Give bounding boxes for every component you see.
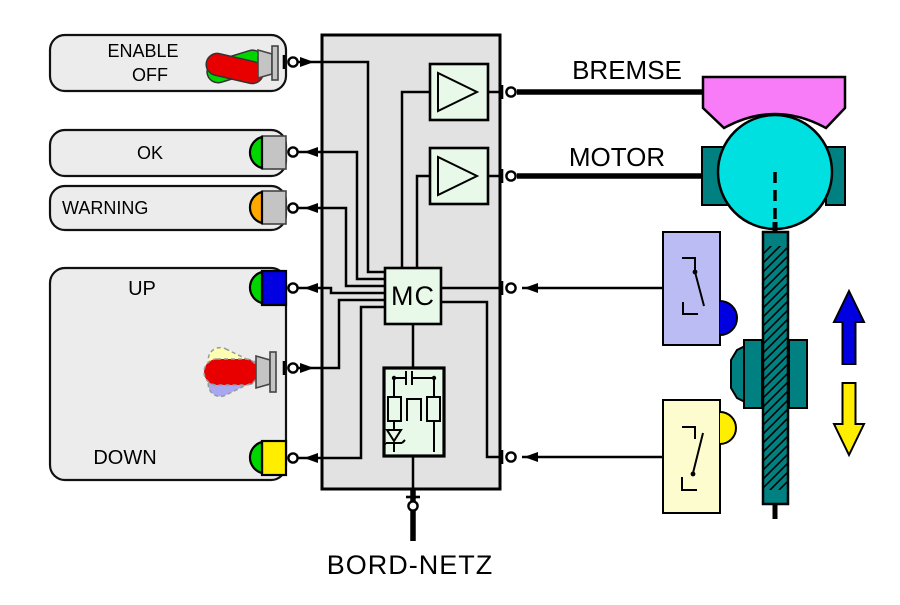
plug-icon <box>500 279 517 297</box>
microcontroller: MC <box>383 266 443 326</box>
wire-joystick <box>297 298 385 370</box>
mc-label: MC <box>391 281 435 311</box>
wire-down <box>297 305 385 460</box>
spindle-thread <box>763 232 788 504</box>
nut-left <box>743 339 763 409</box>
motor-assembly <box>701 113 846 231</box>
arrow-left-icon <box>524 283 538 293</box>
power-supply <box>382 366 446 458</box>
bordnetz-label: BORD-NETZ <box>327 550 494 580</box>
psu-circuit-icon <box>382 371 441 452</box>
amplifier-icon <box>437 71 480 113</box>
mc-box <box>383 266 443 326</box>
joystick-lever-red[interactable] <box>203 358 259 386</box>
amplifier-icon <box>437 155 480 197</box>
arrow-up-icon <box>832 288 866 365</box>
ok-label: OK <box>137 143 163 163</box>
enable-off-toggle[interactable] <box>204 45 279 86</box>
led-body-blue <box>260 269 288 307</box>
wire-ok <box>297 150 385 281</box>
wire-mc-lower-switch <box>441 300 502 459</box>
led-dome-orange <box>248 190 264 225</box>
down-label: DOWN <box>93 447 156 469</box>
up-down-panel <box>48 266 288 482</box>
spindle-outline <box>761 230 790 506</box>
led-body <box>261 190 287 225</box>
switch-box <box>662 399 721 514</box>
led-dome-green <box>248 135 264 170</box>
plug-icon <box>500 167 517 185</box>
spindle-cap-top <box>763 232 788 246</box>
plug-icon <box>500 83 517 101</box>
signal-arrows <box>300 57 538 463</box>
amplifier-2 <box>428 146 490 206</box>
led-body-yellow <box>260 439 288 477</box>
switch-dome-blue <box>719 300 738 336</box>
arrow-down-icon <box>832 382 866 458</box>
enable-label: ENABLE <box>107 41 178 61</box>
upper-limit-switch <box>662 231 738 346</box>
switch-dome-yellow <box>719 411 737 445</box>
arrow-left-icon <box>304 283 318 293</box>
switch-contact-icon <box>681 426 704 491</box>
toggle-mount <box>257 48 273 80</box>
spindle-assembly <box>730 222 808 519</box>
led-dome-green <box>248 270 264 305</box>
ok-led <box>248 135 287 170</box>
toggle-mount-bar <box>271 45 279 81</box>
down-led <box>248 439 288 477</box>
off-label: OFF <box>132 65 168 85</box>
amplifier-1 <box>428 62 490 122</box>
wire-mc-amp2 <box>415 174 430 268</box>
arrow-right-icon <box>300 363 314 373</box>
arrow-left-icon <box>304 203 318 213</box>
joystick-mount <box>255 354 271 390</box>
up-label: UP <box>128 278 156 300</box>
arrow-left-icon <box>524 452 538 462</box>
motor-label: MOTOR <box>569 142 665 172</box>
joystick-mount-bar <box>269 351 277 393</box>
plug-icon <box>500 448 517 466</box>
spindle-cap-bottom <box>763 490 788 504</box>
bremse-label: BREMSE <box>572 55 682 85</box>
led-body <box>261 135 287 170</box>
up-down-joystick[interactable] <box>203 344 277 401</box>
wire-enable <box>297 60 385 274</box>
nut-right <box>788 339 808 409</box>
led-dome-green <box>248 440 264 475</box>
switch-contact-icon <box>682 257 705 315</box>
wire-warning <box>297 206 385 288</box>
arrow-left-icon <box>304 453 318 463</box>
arrow-right-icon <box>300 57 314 67</box>
warning-led <box>248 190 287 225</box>
arrow-left-icon <box>304 147 318 157</box>
signal-wires <box>297 60 706 541</box>
wire-mc-amp1 <box>400 90 430 268</box>
lower-limit-switch <box>662 399 737 514</box>
nut-bump <box>730 344 746 404</box>
up-led <box>248 269 288 307</box>
switch-box <box>662 231 721 346</box>
warning-label: WARNING <box>62 198 148 218</box>
